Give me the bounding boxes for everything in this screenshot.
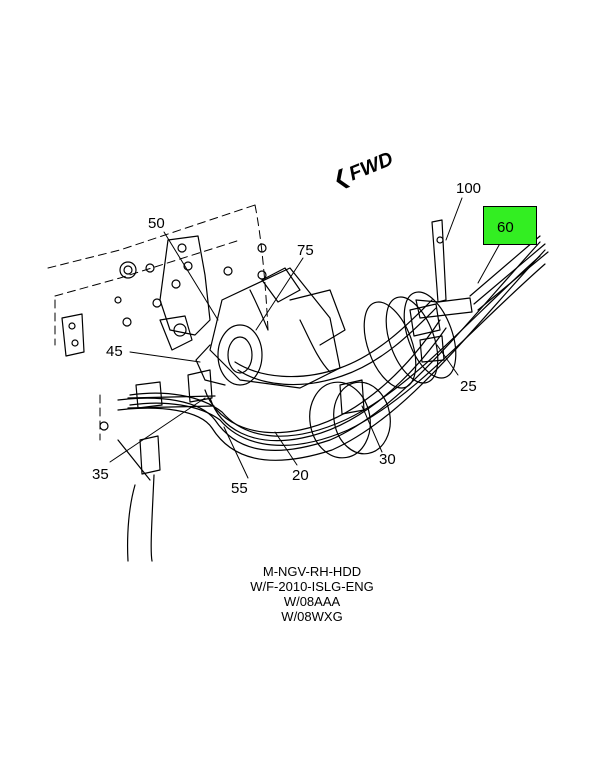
caption-line: M-NGV-RH-HDD	[262, 564, 362, 579]
callout-100[interactable]: 100	[456, 180, 482, 197]
highlighted-part-60[interactable]: 60	[483, 206, 537, 245]
bracket-100	[415, 219, 473, 319]
caption-line: W/F-2010-ISLG-ENG	[250, 579, 374, 594]
callout-50[interactable]: 50	[148, 215, 165, 232]
callout-45[interactable]: 45	[106, 343, 123, 360]
caption-line: W/08AAA	[283, 594, 341, 609]
hose-loops	[309, 291, 457, 459]
tube-bundle	[117, 241, 546, 461]
leader-lines	[109, 197, 504, 479]
callout-60-label: 60	[497, 219, 514, 236]
engine-block-outline	[47, 204, 269, 441]
callout-55[interactable]: 55	[231, 480, 248, 497]
fuel-lines	[469, 235, 549, 311]
starter-motor	[195, 267, 346, 389]
support-rod	[117, 395, 216, 562]
callout-30[interactable]: 30	[379, 451, 396, 468]
caption-line: W/08WXG	[281, 609, 343, 624]
diagram-caption: M-NGV-RH-HDD W/F-2010-ISLG-ENG W/08AAA W…	[212, 564, 412, 624]
callout-35[interactable]: 35	[92, 466, 109, 483]
engine-brackets	[61, 235, 267, 431]
callout-25[interactable]: 25	[460, 378, 477, 395]
callout-20[interactable]: 20	[292, 467, 309, 484]
callout-75[interactable]: 75	[297, 242, 314, 259]
